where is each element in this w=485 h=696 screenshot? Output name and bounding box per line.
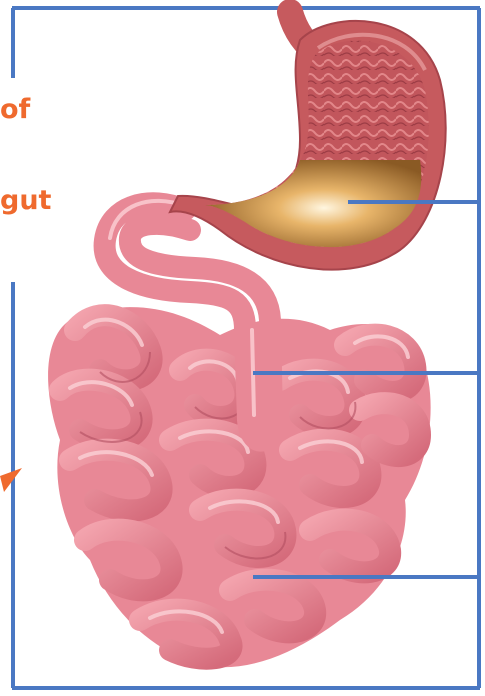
stomach: [170, 12, 446, 270]
label-fragment-gut: gut: [0, 187, 51, 214]
label-fragment-of: of: [0, 96, 30, 123]
